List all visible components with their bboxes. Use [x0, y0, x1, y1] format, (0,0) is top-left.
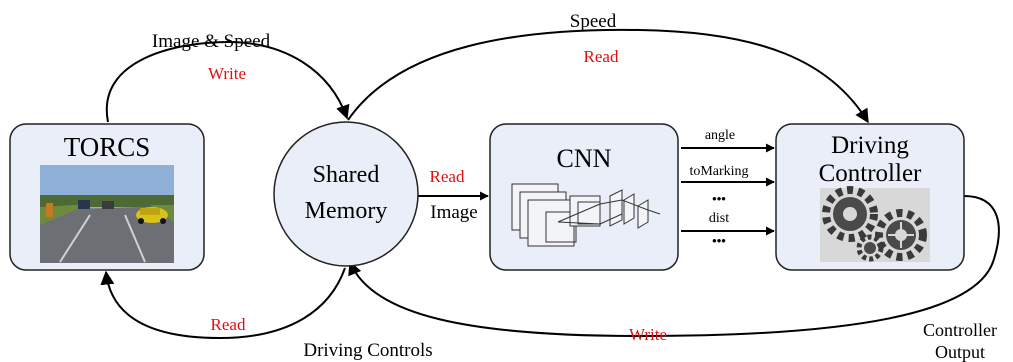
label-dist: dist — [709, 211, 729, 226]
shared-memory-line2: Memory — [305, 198, 388, 224]
label-read-top: Read — [584, 47, 619, 66]
arrow-controller-to-memory — [348, 195, 1000, 338]
arrow-torcs-to-memory — [105, 40, 350, 123]
label-driving-controls: Driving Controls — [303, 340, 432, 361]
label-write-top: Write — [208, 64, 246, 83]
controller-line1: Driving — [831, 132, 909, 159]
label-controller-output-2: Output — [935, 342, 985, 362]
cnn-node: CNN — [489, 123, 679, 271]
label-speed: Speed — [570, 11, 617, 32]
driving-controller-node: Driving Controller — [775, 123, 965, 271]
gears-icon — [820, 186, 930, 262]
racing-game-screenshot — [40, 165, 174, 263]
label-tomarking: toMarking — [689, 164, 748, 179]
shared-memory-line1: Shared — [313, 162, 380, 188]
controller-line2: Controller — [819, 160, 922, 187]
torcs-node: TORCS — [9, 123, 205, 271]
label-write-bottom: Write — [629, 325, 667, 344]
label-dots-2: ••• — [712, 233, 726, 248]
shared-memory-node: Shared Memory — [273, 121, 419, 267]
label-controller-output-1: Controller — [923, 320, 997, 340]
arrow-memory-to-controller — [347, 28, 869, 124]
label-read-mid: Read — [430, 167, 465, 186]
label-dots-1: ••• — [712, 191, 726, 206]
arrow-memory-to-torcs — [100, 267, 346, 340]
label-read-bottom: Read — [211, 315, 246, 334]
label-image: Image — [430, 202, 477, 223]
cnn-layers-icon — [511, 183, 661, 247]
label-image-speed: Image & Speed — [152, 31, 271, 52]
cnn-title: CNN — [557, 144, 612, 173]
torcs-title: TORCS — [64, 132, 151, 162]
label-angle: angle — [705, 128, 735, 143]
